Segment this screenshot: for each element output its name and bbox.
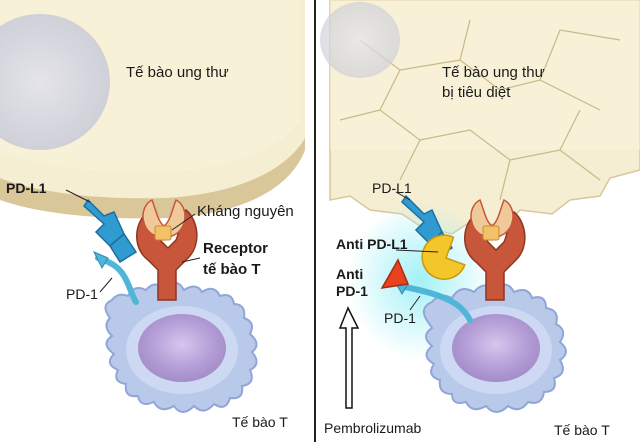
antigen-label-left: Kháng nguyên — [197, 203, 294, 220]
pd1-label-right: PD-1 — [384, 310, 416, 326]
anti-pd1-label-line2: PD-1 — [336, 283, 368, 299]
pdl1-label-left: PD-L1 — [6, 180, 47, 196]
pembrolizumab-arrow — [338, 306, 360, 409]
receptor-label-line2: tế bào T — [203, 261, 261, 278]
pd1-leader-left — [99, 277, 113, 293]
cancer-cell-label-right-line2: bị tiêu diệt — [442, 84, 511, 101]
right-panel — [320, 0, 640, 413]
anti-pdl1-label: Anti PD-L1 — [336, 236, 408, 252]
cancer-cell-right — [320, 0, 640, 235]
antigen-leader-left — [171, 213, 196, 231]
pdl1-leader-right — [395, 191, 411, 201]
pdl1-molecule-left — [83, 198, 138, 264]
cancer-cell-label-right-line1: Tế bào ung thư — [442, 64, 545, 81]
t-cell-left — [104, 281, 258, 413]
nucleus-blob-left — [0, 14, 110, 150]
anti-pdl1-leader — [395, 249, 439, 253]
tcr-receptor-right — [464, 198, 526, 301]
cancer-cell-left — [0, 0, 305, 219]
antigen-right — [482, 225, 500, 241]
antigen-left — [154, 225, 172, 241]
anti-pd1-antibody — [380, 258, 410, 289]
pd1-molecule-left — [92, 251, 139, 305]
pdl1-label-right: PD-L1 — [372, 180, 412, 196]
pd1-label-left: PD-1 — [66, 286, 98, 302]
t-cell-label-left: Tế bào T — [232, 414, 288, 430]
nucleus-left — [138, 314, 226, 382]
cancer-cell-label-left: Tế bào ung thư — [126, 64, 229, 81]
receptor-leader-left — [181, 257, 201, 263]
anti-pd1-label-line1: Anti — [336, 266, 364, 282]
nucleus-blob-right — [320, 2, 400, 78]
left-panel — [0, 0, 305, 413]
t-cell-right — [422, 283, 567, 413]
tcr-receptor-left — [136, 198, 198, 301]
pembrolizumab-label: Pembrolizumab — [324, 420, 422, 436]
nucleus-right — [452, 314, 540, 382]
anti-pdl1-antibody — [421, 234, 466, 280]
t-cell-label-right: Tế bào T — [554, 422, 610, 438]
pdl1-leader-left — [65, 189, 91, 203]
receptor-label-line1: Receptor — [203, 240, 269, 257]
pd1-leader-right — [409, 295, 421, 311]
